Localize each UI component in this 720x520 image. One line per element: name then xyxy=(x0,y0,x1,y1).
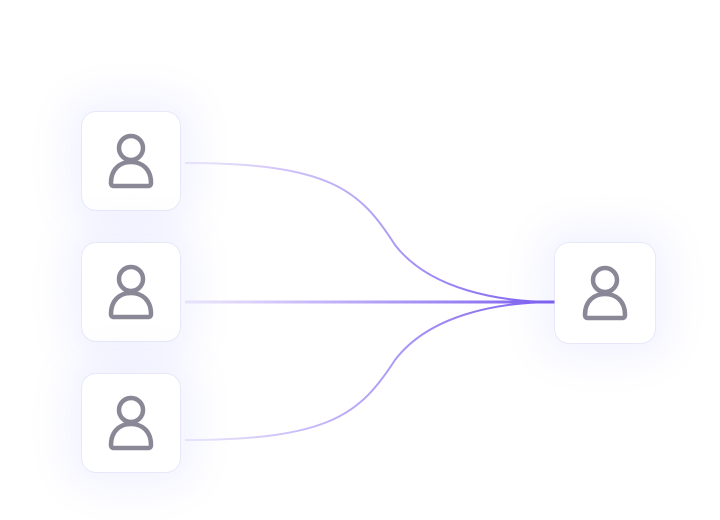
target-user-card[interactable] xyxy=(555,243,655,343)
user-icon xyxy=(108,395,154,451)
source-user-card-2[interactable] xyxy=(82,243,180,341)
user-icon xyxy=(582,265,628,321)
source-user-card-1[interactable] xyxy=(82,112,180,210)
source-user-card-3[interactable] xyxy=(82,374,180,472)
user-icon xyxy=(108,264,154,320)
user-icon xyxy=(108,133,154,189)
link-bottom xyxy=(184,301,556,441)
link-top xyxy=(184,162,556,303)
